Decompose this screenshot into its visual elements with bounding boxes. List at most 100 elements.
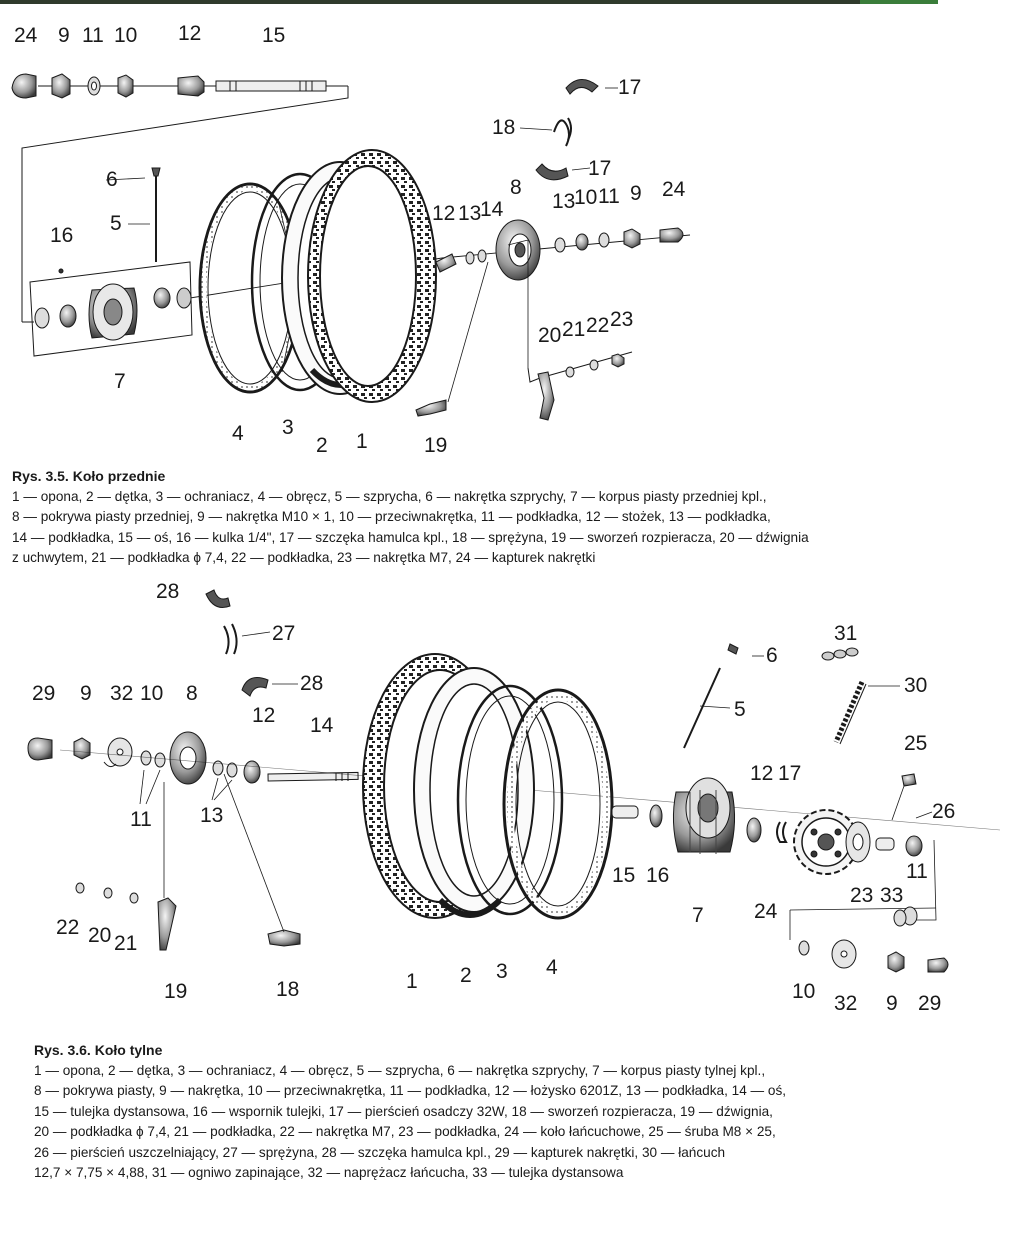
caption-line: 8 — pokrywa piasty przedniej, 9 — nakręt… <box>12 509 771 524</box>
label-14: 14 <box>310 714 334 737</box>
label-3: 3 <box>282 416 294 439</box>
washer-11 <box>87 76 101 96</box>
axle-15 <box>215 80 327 92</box>
label-29: 29 <box>918 992 941 1015</box>
label-31: 31 <box>834 622 857 645</box>
label-17: 17 <box>778 762 801 785</box>
label-4: 4 <box>546 956 558 979</box>
rear-wheel-labels: 28 27 28 29 9 32 10 8 12 14 11 13 22 20 … <box>32 580 955 1015</box>
caption-line: 12,7 × 7,75 × 4,88, 31 — ogniwo zapinają… <box>34 1165 624 1180</box>
label-9: 9 <box>886 992 898 1015</box>
label-26: 26 <box>932 800 955 823</box>
inner-tube-2 <box>413 667 535 918</box>
top-rule-accent <box>860 0 938 4</box>
front-hub-7 <box>34 283 192 341</box>
label-13: 13 <box>458 202 481 225</box>
label-2: 2 <box>460 964 472 987</box>
label-18: 18 <box>492 116 515 139</box>
label-12: 12 <box>178 22 201 45</box>
caption-line: z uchwytem, 21 — podkładka ϕ 7,4, 22 — p… <box>12 550 596 565</box>
tyre-1 <box>307 149 437 403</box>
label-11: 11 <box>130 808 152 831</box>
caption-line: 8 — pokrywa piasty, 9 — nakrętka, 10 — p… <box>34 1083 787 1098</box>
figure-caption-front-wheel: Rys. 3.5. Koło przednie 1 — opona, 2 — d… <box>12 466 952 569</box>
front-wheel-diagram <box>11 73 691 421</box>
label-7: 7 <box>114 370 126 393</box>
label-5: 5 <box>110 212 122 235</box>
caption-line: 15 — tulejka dystansowa, 16 — wspornik t… <box>34 1103 773 1119</box>
chain-tensioner-32 <box>103 737 133 768</box>
label-13: 13 <box>552 190 575 213</box>
label-15: 15 <box>262 24 285 47</box>
caption-line: 1 — opona, 2 — dętka, 3 — ochraniacz, 4 … <box>12 488 767 504</box>
label-1: 1 <box>356 430 368 453</box>
label-1: 1 <box>406 970 418 993</box>
label-7: 7 <box>692 904 704 927</box>
label-11: 11 <box>82 24 104 47</box>
label-23: 23 <box>610 308 633 331</box>
caption-title: Rys. 3.6. Koło tylne <box>34 1042 163 1058</box>
rim-protector-3 <box>456 684 564 916</box>
locknut-10 <box>117 74 134 98</box>
label-21: 21 <box>114 932 137 955</box>
label-15: 15 <box>612 864 635 887</box>
label-18: 18 <box>276 978 299 1001</box>
label-21: 21 <box>562 318 585 341</box>
label-16: 16 <box>646 864 669 887</box>
label-22: 22 <box>586 314 609 337</box>
label-6: 6 <box>766 644 778 667</box>
label-23: 23 <box>850 884 873 907</box>
label-27: 27 <box>272 622 295 645</box>
caption-line: 26 — pierścień uszczelniający, 27 — sprę… <box>34 1144 726 1160</box>
label-5: 5 <box>734 698 746 721</box>
label-8: 8 <box>186 682 198 705</box>
label-25: 25 <box>904 732 927 755</box>
label-10: 10 <box>792 980 815 1003</box>
label-12: 12 <box>252 704 275 727</box>
label-32: 32 <box>834 992 857 1015</box>
label-22: 22 <box>56 916 79 939</box>
cone-12 <box>177 75 205 97</box>
nut-9 <box>51 73 71 99</box>
chain-30 <box>833 681 900 745</box>
hub-cover-8 <box>169 731 207 785</box>
master-link-31 <box>821 647 859 661</box>
label-32: 32 <box>110 682 133 705</box>
cap-nut-24 <box>11 73 37 99</box>
label-2: 2 <box>316 434 328 457</box>
label-3: 3 <box>496 960 508 983</box>
label-10: 10 <box>114 24 137 47</box>
washer-23 <box>845 821 871 863</box>
label-19: 19 <box>424 434 447 457</box>
label-6: 6 <box>106 168 118 191</box>
label-10: 10 <box>574 186 597 209</box>
label-4: 4 <box>232 422 244 445</box>
label-10: 10 <box>140 682 163 705</box>
label-16: 16 <box>50 224 73 247</box>
caption-line: 14 — podkładka, 15 — oś, 16 — kulka 1/4"… <box>12 529 809 545</box>
rear-wheel-diagram <box>27 589 1001 973</box>
label-17: 17 <box>588 157 611 180</box>
rear-hub-7 <box>672 777 736 854</box>
label-13: 13 <box>200 804 223 827</box>
label-9: 9 <box>630 182 642 205</box>
label-28: 28 <box>300 672 323 695</box>
label-24: 24 <box>14 24 38 47</box>
caption-title: Rys. 3.5. Koło przednie <box>12 468 166 484</box>
label-9: 9 <box>80 682 92 705</box>
front-wheel-labels: 24 9 11 10 12 15 17 18 17 6 5 16 8 12 13… <box>14 22 686 457</box>
label-24: 24 <box>662 178 686 201</box>
label-12: 12 <box>432 202 455 225</box>
label-30: 30 <box>904 674 927 697</box>
label-28: 28 <box>156 580 179 603</box>
caption-line: 20 — podkładka ϕ 7,4, 21 — podkładka, 22… <box>34 1124 776 1139</box>
label-29: 29 <box>32 682 55 705</box>
label-11: 11 <box>906 860 928 883</box>
label-9: 9 <box>58 24 70 47</box>
label-14: 14 <box>480 198 504 221</box>
label-8: 8 <box>510 176 522 199</box>
top-rule <box>0 0 938 4</box>
label-33: 33 <box>880 884 903 907</box>
label-20: 20 <box>88 924 111 947</box>
